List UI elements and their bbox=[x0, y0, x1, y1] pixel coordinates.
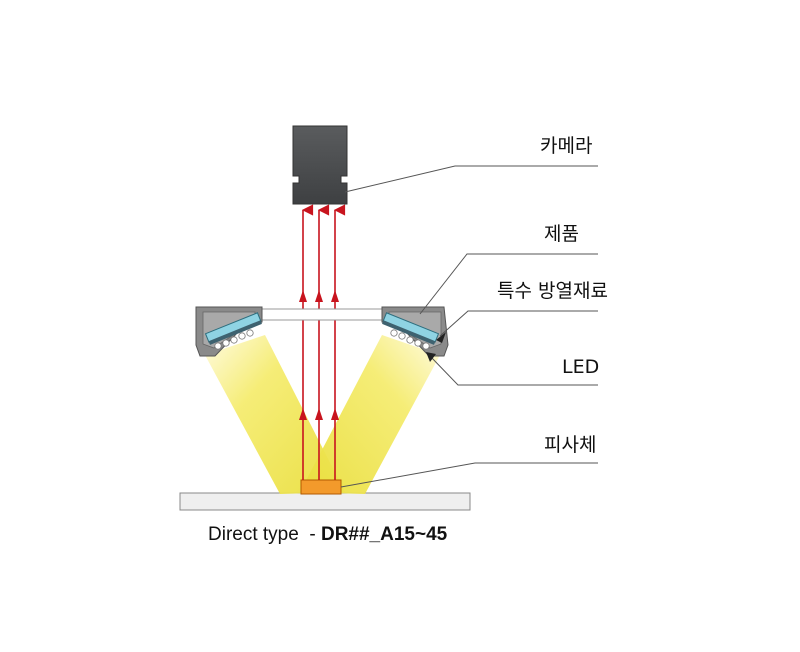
leader-lines bbox=[340, 165, 598, 488]
caption-model-code: DR##_A15~45 bbox=[320, 524, 448, 545]
pointer-heat-material bbox=[436, 332, 446, 343]
caption-type-text: Direct type - bbox=[208, 524, 321, 545]
stage-plate bbox=[179, 492, 471, 511]
leader-product bbox=[419, 253, 598, 315]
led-module-icon bbox=[195, 306, 263, 357]
pointer-led bbox=[426, 352, 436, 362]
leader-subject bbox=[340, 462, 598, 488]
camera-icon bbox=[292, 125, 348, 205]
label-subject: 피사체 bbox=[544, 434, 596, 456]
label-led: LED bbox=[562, 356, 599, 378]
leader-camera bbox=[344, 165, 598, 193]
glass-window bbox=[259, 308, 385, 321]
label-product: 제품 bbox=[544, 223, 579, 245]
subject-block bbox=[300, 479, 342, 495]
leader-heat-material bbox=[439, 310, 598, 337]
leader-led bbox=[429, 355, 598, 386]
label-camera: 카메라 bbox=[540, 135, 592, 157]
led-module-right bbox=[381, 306, 449, 357]
label-heat-material: 특수 방열재료 bbox=[497, 280, 608, 302]
ray-mid-arrows bbox=[299, 290, 339, 420]
left-light-cone bbox=[205, 335, 345, 494]
light-rays bbox=[301, 204, 346, 480]
diagram-caption: Direct type - DR##_A15~45 bbox=[208, 524, 447, 546]
